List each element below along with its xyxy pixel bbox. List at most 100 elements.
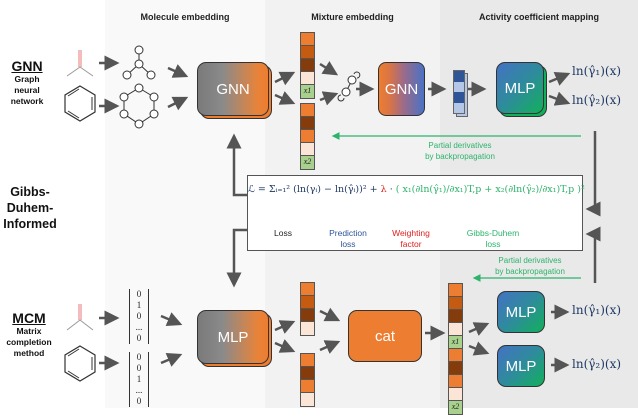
mcm-subtitle-3: method	[13, 348, 45, 358]
gnn-embedding-vector-2: x2	[300, 103, 315, 170]
mcm-row-label: MCM Matrix completion method	[2, 310, 56, 359]
x2-cell: x2	[449, 401, 462, 414]
arrow	[274, 91, 296, 105]
benzene-graph-icon	[119, 83, 159, 129]
arrow	[160, 312, 183, 327]
benzene-molecule-icon	[64, 345, 96, 382]
label-gibbs-duhem-loss: Gibbs-Duhem loss	[458, 228, 528, 250]
loss-to-gnn-line	[226, 133, 247, 197]
arrow	[548, 91, 571, 106]
gnn-mixture-block: GNN	[378, 62, 425, 116]
concatenated-vector: x1 x2	[448, 283, 463, 415]
mcm-embedding-vector-1	[300, 282, 315, 336]
label-loss: Loss	[274, 228, 292, 238]
cat-block-label: cat	[374, 327, 395, 345]
onehot1-entry: 1	[136, 300, 142, 310]
onehot-vector-2: 0 0 1 ... 0	[129, 352, 149, 407]
gibbs-duhem-informed-label: Gibbs- Duhem- Informed	[2, 184, 58, 232]
gibbs-duhem-loss-line2: loss	[485, 239, 501, 249]
gd-line-2: Duhem-	[6, 201, 54, 215]
gnn-molecule-block-label: GNN	[216, 80, 250, 98]
gnn-embedding-vector-1: x1	[300, 32, 315, 99]
mcm-mlp-block: MLP	[197, 310, 269, 364]
arrow	[468, 341, 490, 356]
section-title-molecule: Molecule embedding	[140, 12, 230, 22]
gnn-molecule-block: GNN	[197, 62, 269, 116]
arrow	[167, 64, 189, 78]
label-prediction-loss: Prediction loss	[318, 228, 378, 250]
section-title-activity: Activity coefficient mapping	[478, 12, 600, 22]
gnn-row-label: GNN Graph neural network	[6, 58, 48, 107]
arrow	[274, 320, 296, 334]
loss-formula: ℒ = Σᵢ₌₁² (ln(γᵢ) − ln(γ̂ᵢ))² + λ · ( x₁…	[248, 184, 585, 195]
cat-block: cat	[348, 310, 422, 362]
onehot1-entry: ...	[135, 322, 143, 332]
gd-line-1: Gibbs-	[10, 185, 50, 199]
gnn-output-gamma1: ln(γ̂₁)(x)	[572, 64, 622, 78]
backprop-top-line2: by backpropagation	[425, 152, 495, 161]
gnn-subtitle-1: Graph	[14, 74, 40, 84]
onehot1-entry: 0	[136, 311, 142, 321]
label-weighting-factor: Weighting factor	[381, 228, 441, 250]
backprop-bottom-line2: by backpropagation	[495, 267, 565, 276]
gnn-mixture-block-label: GNN	[384, 80, 419, 98]
onehot1-entry: 0	[136, 289, 142, 299]
arrow	[274, 339, 296, 353]
arrow	[319, 307, 341, 322]
backprop-bottom-line1: Partial derivatives	[498, 256, 562, 265]
mcm-mlp-gamma1-block: MLP	[497, 291, 545, 333]
mcm-mlp-gamma2-block: MLP	[497, 345, 545, 387]
mcm-output-gamma2: ln(γ̂₂)(x)	[572, 357, 622, 371]
arrow	[319, 61, 339, 76]
formula-gibbs-duhem-term: ( x₁(∂ln(γ̂₁)/∂x₁)T,p + x₂(∂ln(γ̂₂)/∂x₁)…	[395, 184, 585, 195]
arrow	[319, 340, 341, 354]
gnn-mlp-block: MLP	[496, 62, 544, 114]
acetone-molecule-icon	[66, 304, 94, 331]
weighting-factor-line1: Weighting	[392, 228, 430, 238]
benzene-molecule-icon	[64, 85, 96, 122]
loss-feed-line-bottom	[585, 226, 601, 283]
x1-cell: x1	[449, 336, 462, 349]
backprop-top-line1: Partial derivatives	[428, 141, 492, 150]
formula-dot: ·	[386, 184, 396, 195]
gnn-mlp-block-label: MLP	[504, 79, 536, 97]
mcm-title: MCM	[12, 310, 46, 326]
backprop-label-top: Partial derivatives by backpropagation	[410, 140, 510, 162]
gnn-subtitle-3: network	[10, 96, 44, 106]
gibbs-duhem-loss-line1: Gibbs-Duhem	[466, 228, 520, 238]
arrow	[548, 71, 571, 86]
mcm-output-gamma1: ln(γ̂₁)(x)	[572, 303, 622, 317]
arrow	[167, 96, 189, 111]
loss-to-mlp-line	[226, 228, 247, 288]
mcm-embedding-vector-2	[300, 353, 315, 407]
onehot2-entry: 0	[136, 396, 142, 406]
onehot2-entry: ...	[135, 385, 143, 395]
mcm-mlp2-label: MLP	[505, 357, 537, 375]
arrow	[468, 322, 490, 336]
x1-cell: x1	[301, 85, 314, 98]
loss-function-box: ℒ = Σᵢ₌₁² (ln(γᵢ) − ln(γ̂ᵢ))² + λ · ( x₁…	[247, 175, 585, 251]
gd-line-3: Informed	[3, 217, 57, 231]
onehot1-entry: 0	[136, 333, 142, 343]
prediction-loss-line1: Prediction	[329, 228, 367, 238]
mcm-subtitle-2: completion	[6, 337, 52, 347]
formula-prediction-term: ℒ = Σᵢ₌₁² (ln(γᵢ) − ln(γ̂ᵢ))² +	[248, 184, 381, 195]
formula-lambda: λ	[380, 184, 387, 195]
arrow	[274, 71, 296, 86]
prediction-loss-line2: loss	[340, 239, 356, 249]
acetone-molecule-icon	[66, 50, 94, 77]
mixture-graph-icon	[337, 71, 361, 102]
mcm-mlp1-label: MLP	[505, 303, 537, 321]
mcm-subtitle-1: Matrix	[16, 326, 42, 336]
onehot-vector-1: 0 1 0 ... 0	[129, 289, 149, 344]
gnn-output-gamma2: ln(γ̂₂)(x)	[572, 93, 622, 107]
onehot2-entry: 0	[136, 352, 142, 362]
x2-cell: x2	[301, 156, 314, 169]
loss-feed-line-top	[585, 131, 601, 217]
onehot2-entry: 1	[136, 374, 142, 384]
acetone-graph-icon	[122, 45, 156, 80]
mcm-mlp-block-label: MLP	[217, 328, 249, 346]
backprop-label-bottom: Partial derivatives by backpropagation	[480, 255, 580, 277]
weighting-factor-line2: factor	[400, 239, 422, 249]
